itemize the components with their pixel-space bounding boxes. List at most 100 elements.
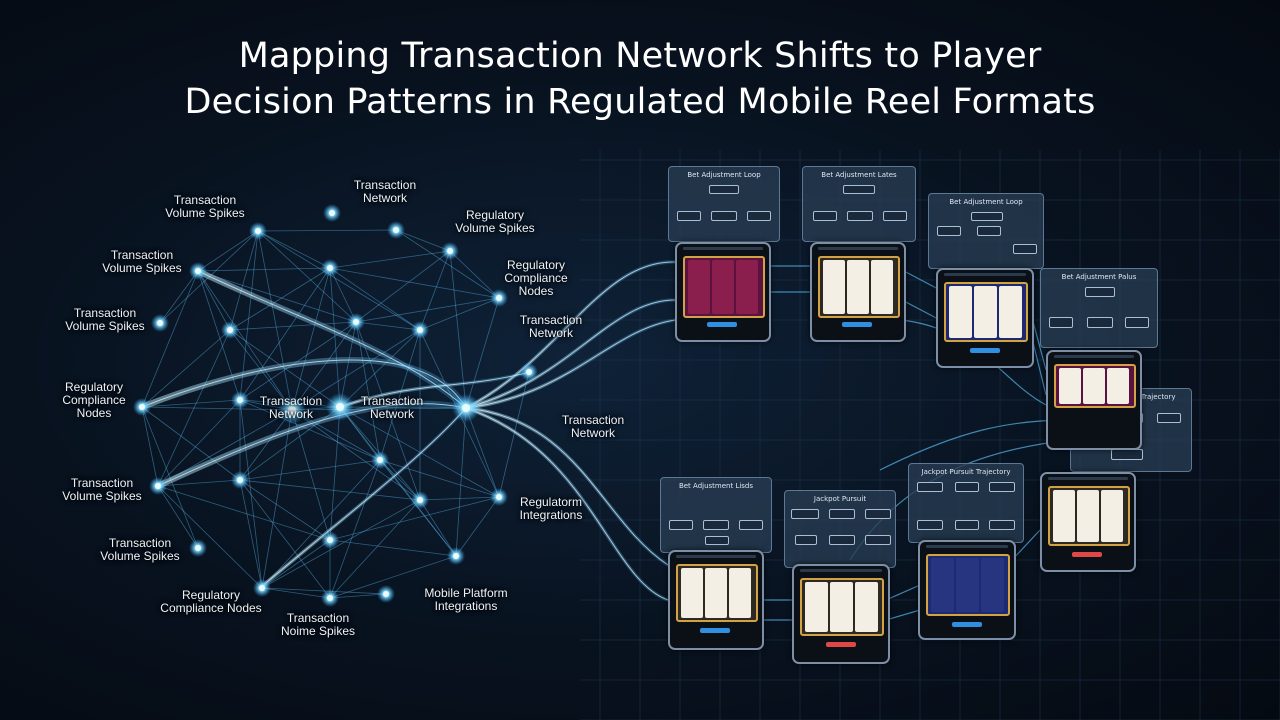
network-node <box>195 545 201 551</box>
reel <box>712 260 734 314</box>
slot-machine-icon <box>926 554 1010 616</box>
slot-phone <box>810 242 906 342</box>
network-edge <box>239 479 331 541</box>
spin-button-icon[interactable] <box>970 348 1000 353</box>
flow-stream <box>258 406 468 590</box>
flow-box <box>1085 287 1115 297</box>
network-edge <box>329 459 381 599</box>
flow-box <box>739 520 763 530</box>
reel <box>1053 490 1075 542</box>
network-edge <box>239 459 381 481</box>
reel <box>688 260 710 314</box>
reel <box>1059 368 1081 404</box>
network-edge <box>257 230 293 411</box>
flow-box <box>989 520 1015 530</box>
network-node <box>377 457 383 463</box>
page-title-line-2: Decision Patterns in Regulated Mobile Re… <box>184 82 1096 122</box>
network-edge <box>291 267 331 411</box>
spin-button-icon[interactable] <box>700 628 730 633</box>
network-edge <box>257 229 397 232</box>
slot-machine-icon <box>1048 486 1130 546</box>
phone-status-bar <box>944 273 1026 276</box>
network-edge <box>455 496 500 557</box>
flow-panel: Bet Adjustment Loop <box>928 193 1044 269</box>
network-edge <box>261 539 331 589</box>
network-edge <box>261 587 387 595</box>
reel <box>949 286 972 338</box>
flow-box <box>829 509 855 519</box>
flow-connector <box>901 269 941 291</box>
spin-button-icon[interactable] <box>1072 552 1102 557</box>
flow-stream-core <box>465 261 676 409</box>
reel <box>956 558 979 612</box>
network-edge <box>239 399 263 589</box>
flow-stream-core <box>465 407 669 601</box>
network-node <box>336 403 344 411</box>
phone-status-bar <box>800 569 882 572</box>
flow-box <box>1125 317 1149 328</box>
network-edge <box>141 406 159 487</box>
network-edge <box>379 459 421 501</box>
slot-machine-icon <box>683 256 765 318</box>
network-edge <box>239 409 293 481</box>
spin-button-icon[interactable] <box>707 322 737 327</box>
network-edge <box>141 406 293 411</box>
network-edge <box>329 267 421 331</box>
reel <box>805 582 828 632</box>
flow-box <box>917 520 943 530</box>
phone-status-bar <box>676 555 756 558</box>
network-edge <box>141 270 199 408</box>
network-node <box>383 591 389 597</box>
network-edge <box>157 329 231 487</box>
flow-box <box>709 185 739 194</box>
network-node <box>237 477 243 483</box>
network-node <box>462 404 470 412</box>
network-edge <box>355 321 421 331</box>
spin-button-icon[interactable] <box>842 322 872 327</box>
network-edge <box>197 270 293 411</box>
spin-button-icon[interactable] <box>952 622 982 627</box>
reel <box>847 260 869 314</box>
flow-box <box>795 535 817 545</box>
network-edge <box>329 250 451 269</box>
network-edge <box>257 230 331 269</box>
network-edge <box>197 270 357 323</box>
flow-box <box>917 482 943 492</box>
spin-button-icon[interactable] <box>826 642 856 647</box>
network-edge <box>197 270 231 331</box>
network-edge <box>339 406 457 557</box>
reel <box>974 286 997 338</box>
slot-phone <box>668 550 764 650</box>
reel <box>705 568 727 618</box>
reel <box>1107 368 1129 404</box>
flow-panel-title: Bet Adjustment Loop <box>949 198 1023 206</box>
network-node <box>453 553 459 559</box>
flow-box <box>937 226 961 236</box>
network-edge <box>355 321 421 501</box>
reel <box>1101 490 1123 542</box>
network-edge <box>395 229 451 252</box>
network-edge <box>329 499 421 599</box>
flow-panel: Jackpot Pursuit <box>784 490 896 568</box>
network-edge <box>157 485 331 541</box>
flow-box <box>747 211 771 221</box>
flow-box <box>791 509 819 519</box>
network-edge <box>159 270 199 324</box>
flow-panel: Bet Adjustment Loop <box>668 166 780 242</box>
flow-panel: Bet Adjustment Lates <box>802 166 916 242</box>
flow-panel: Jackpot Pursuit Trajectory <box>908 463 1024 543</box>
flow-box <box>813 211 837 221</box>
flow-box <box>1111 449 1143 460</box>
phone-status-bar <box>1048 477 1128 480</box>
network-edge <box>329 593 387 599</box>
flow-panel-title: Jackpot Pursuit <box>813 495 867 503</box>
reel <box>855 582 878 632</box>
flow-box <box>1087 317 1113 328</box>
flow-box <box>843 185 875 194</box>
flow-box <box>971 212 1003 221</box>
